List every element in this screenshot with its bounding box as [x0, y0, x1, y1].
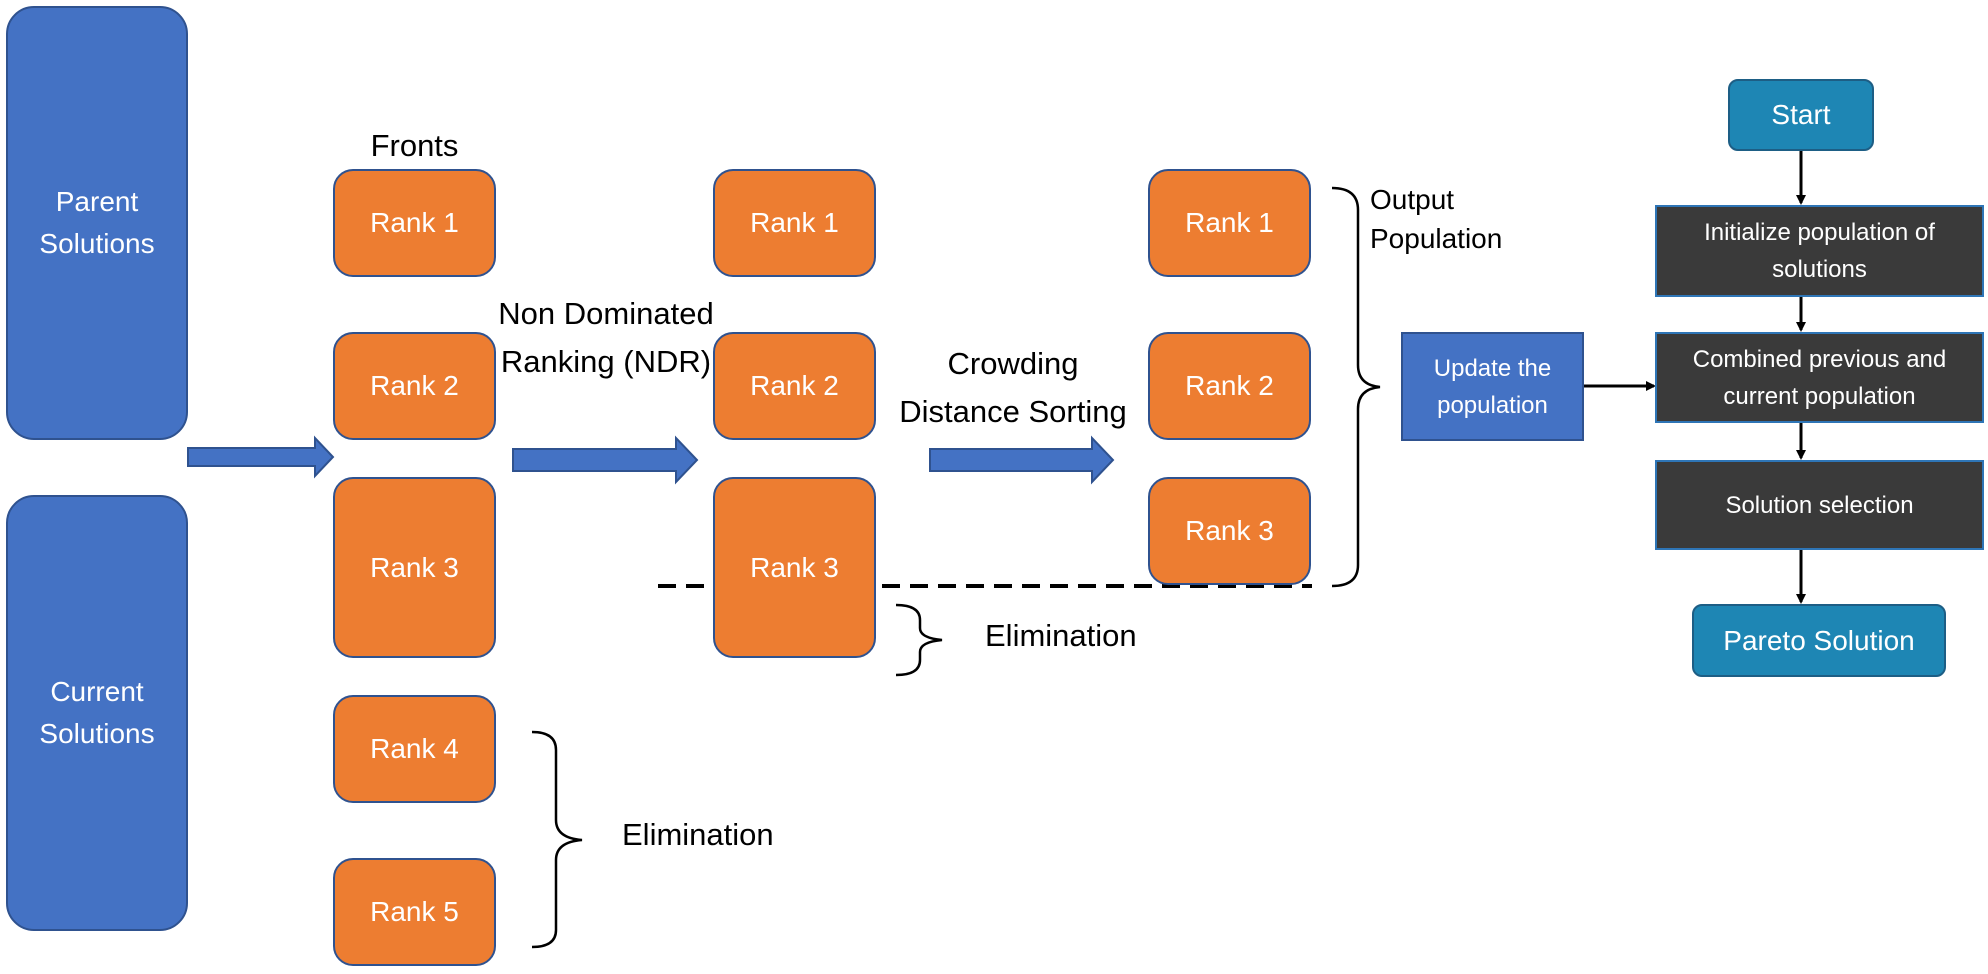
block-arrow-3 — [929, 435, 1115, 485]
fronts-rank-2: Rank 2 — [333, 332, 496, 440]
update-population-label: Update the population — [1433, 354, 1552, 419]
elimination-label-mid: Elimination — [985, 618, 1137, 653]
rank-label: Rank 2 — [1185, 370, 1274, 401]
rank-label: Rank 4 — [370, 733, 459, 764]
rank-label: Rank 2 — [370, 370, 459, 401]
initialize-box: Initialize population of solutions — [1655, 205, 1984, 297]
crowding-label: Crowding Distance Sorting — [899, 346, 1127, 429]
elimination-brace-mid — [895, 603, 943, 677]
output-rank-1: Rank 1 — [1148, 169, 1311, 277]
start-box: Start — [1728, 79, 1874, 151]
block-arrow-1 — [187, 435, 335, 479]
combined-label: Combined previous and current population — [1692, 345, 1947, 410]
elimination-brace-low — [531, 730, 583, 949]
pareto-solution-label: Pareto Solution — [1723, 624, 1915, 656]
ndr-rank-3: Rank 3 — [713, 477, 876, 658]
ndr-rank-1: Rank 1 — [713, 169, 876, 277]
rank-label: Rank 3 — [370, 551, 459, 583]
fronts-label: Fronts — [370, 128, 459, 163]
output-label: Output Population — [1370, 184, 1503, 254]
update-population-box: Update the population — [1401, 332, 1584, 441]
ndr-label: Non Dominated Ranking (NDR) — [498, 296, 714, 379]
current-solutions-box: Current Solutions — [6, 495, 188, 931]
combined-box: Combined previous and current population — [1655, 332, 1984, 423]
fronts-rank-1: Rank 1 — [333, 169, 496, 277]
rank-label: Rank 3 — [1185, 515, 1274, 546]
rank-label: Rank 1 — [1185, 207, 1274, 238]
elimination-label-low: Elimination — [622, 817, 774, 852]
current-solutions-label: Current Solutions — [39, 676, 155, 749]
output-brace — [1331, 186, 1381, 588]
parent-solutions-label: Parent Solutions — [39, 186, 155, 259]
ndr-rank-2: Rank 2 — [713, 332, 876, 440]
fronts-rank-4: Rank 4 — [333, 695, 496, 803]
start-label: Start — [1771, 99, 1831, 130]
rank-label: Rank 1 — [750, 207, 839, 238]
rank-label: Rank 3 — [750, 551, 839, 583]
fronts-rank-3: Rank 3 — [333, 477, 496, 658]
parent-solutions-box: Parent Solutions — [6, 6, 188, 440]
pareto-solution-box: Pareto Solution — [1692, 604, 1946, 677]
output-rank-2: Rank 2 — [1148, 332, 1311, 440]
selection-label: Solution selection — [1725, 491, 1914, 519]
output-rank-3: Rank 3 — [1148, 477, 1311, 585]
selection-box: Solution selection — [1655, 460, 1984, 550]
rank-label: Rank 1 — [370, 207, 459, 238]
fronts-rank-5: Rank 5 — [333, 858, 496, 966]
rank-label: Rank 2 — [750, 370, 839, 401]
initialize-label: Initialize population of solutions — [1704, 219, 1935, 283]
block-arrow-2 — [512, 435, 699, 485]
rank-label: Rank 5 — [370, 896, 459, 927]
